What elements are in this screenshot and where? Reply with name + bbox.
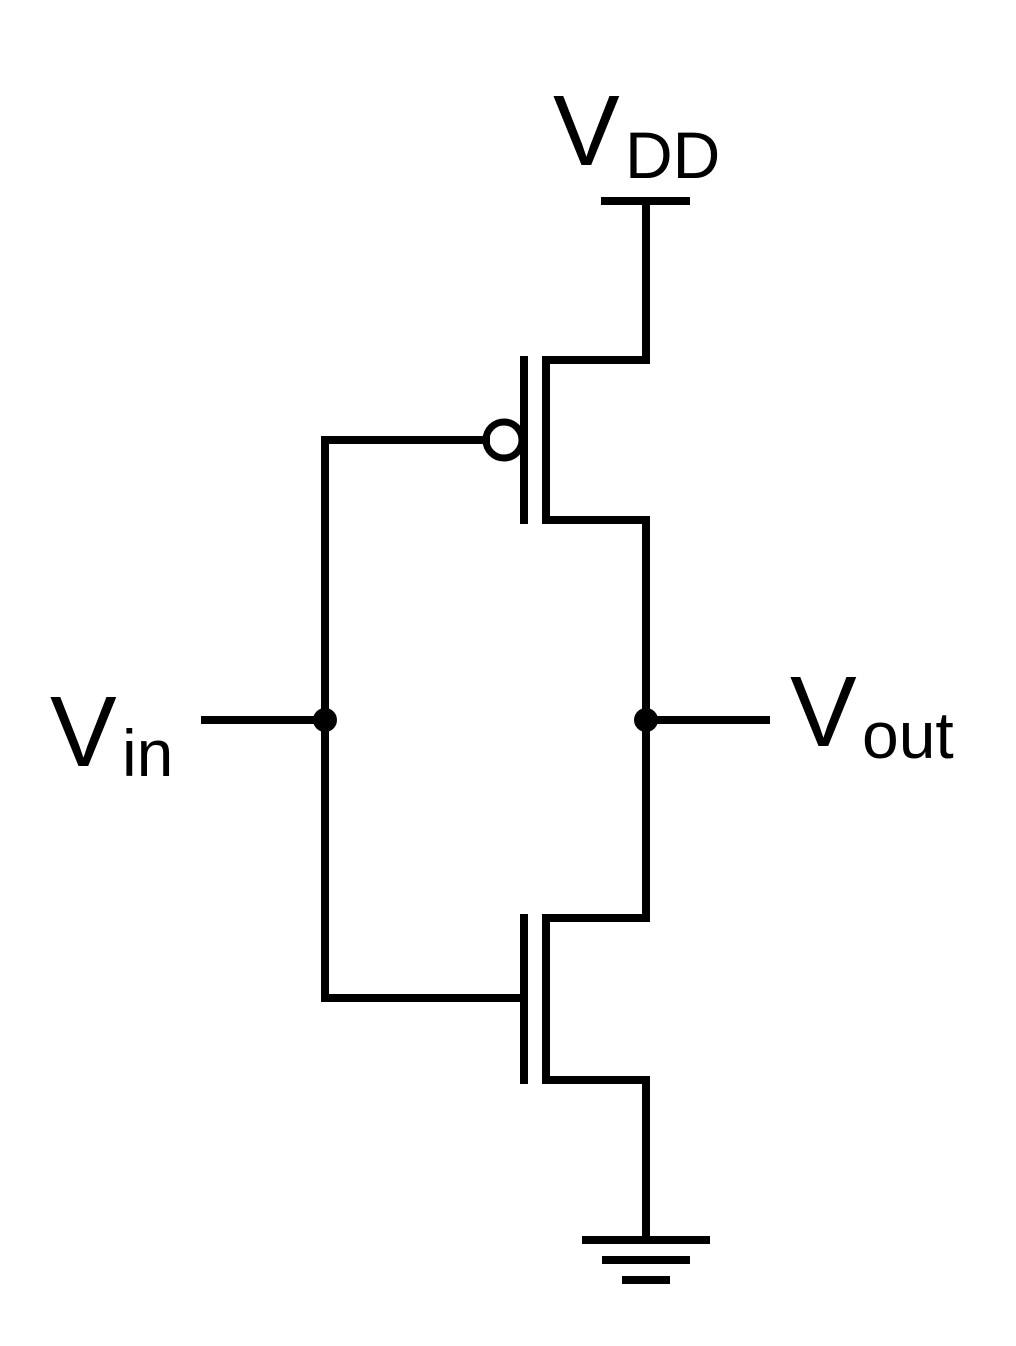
pmos-transistor	[482, 356, 650, 524]
vdd-label-sub: DD	[625, 118, 720, 192]
input-junction-dot	[313, 708, 337, 732]
vdd-label: V DD	[553, 75, 720, 192]
pmos-inversion-bubble	[482, 418, 526, 462]
vout-label-main: V	[790, 656, 857, 768]
nmos-transistor	[520, 914, 650, 1084]
ground-symbol	[582, 1236, 710, 1284]
output-junction-dot	[634, 708, 658, 732]
vin-label: V in	[50, 676, 173, 790]
vin-label-sub: in	[122, 716, 173, 790]
vout-label: V out	[790, 656, 954, 772]
vin-label-main: V	[50, 676, 117, 788]
vout-label-sub: out	[862, 698, 954, 772]
vdd-label-main: V	[553, 75, 620, 187]
